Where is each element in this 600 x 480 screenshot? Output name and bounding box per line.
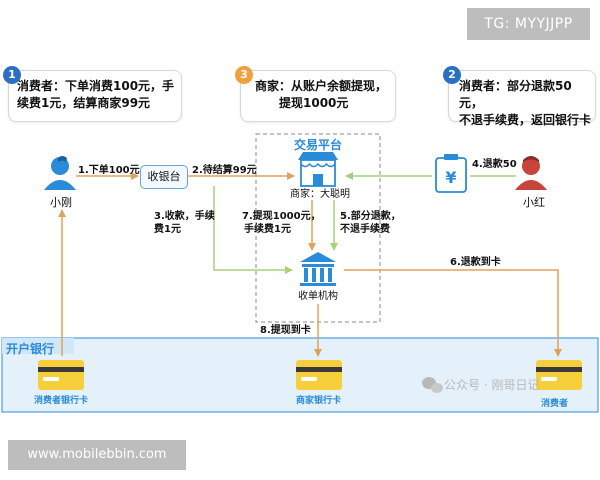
callout-1-line1: 消费者：下单消费100元，手 (17, 79, 175, 93)
consumer-card-right-label: 消费者 (541, 399, 569, 409)
step-8-label: 8.提现到卡 (260, 325, 311, 336)
platform-title: 交易平台 (294, 138, 343, 152)
callout-2: 消费者：部分退款50元， 不退手续费，返回银行卡 (448, 70, 596, 127)
step-6-label: 6.退款到卡 (450, 257, 501, 268)
arrow-step3 (213, 186, 293, 274)
step-3-label-line1: 3.收款，手续 (154, 211, 215, 222)
step-7-label-line2: 手续费1元 (244, 224, 291, 235)
user-icon-left (44, 156, 76, 190)
step-2-label: 2.待结算99元 (192, 165, 257, 176)
consumer-card-right-icon (536, 360, 582, 390)
svg-text:¥: ¥ (445, 168, 456, 187)
callout-1-line2: 续费1元，结算商家99元 (17, 96, 151, 110)
merchant-name: 商家：大聪明 (290, 189, 350, 200)
step-4-label: 4.退款50 (472, 159, 517, 170)
step-3-label-line2: 费1元 (154, 224, 181, 235)
callout-3-line1: 商家：从账户余额提现， (255, 79, 388, 93)
store-icon (298, 152, 338, 187)
cashier-box: 收银台 (140, 165, 188, 189)
callout-2-number: 2 (443, 66, 461, 84)
consumer-right-name: 小红 (523, 196, 545, 209)
callout-1-number: 1 (3, 66, 21, 84)
callout-3: 商家：从账户余额提现， 提现1000元 (240, 70, 396, 122)
user-icon-right (515, 156, 547, 190)
wechat-icon (422, 377, 443, 393)
bank-icon (300, 252, 336, 286)
website-badge: www.mobilebbin.com (8, 440, 186, 470)
consumer-left-name: 小刚 (50, 196, 72, 209)
callout-3-number: 3 (235, 66, 253, 84)
callout-3-line2: 提现1000元 (279, 96, 349, 110)
step-1-label: 1.下单100元 (78, 165, 140, 176)
callout-2-line1: 消费者：部分退款50元， (459, 79, 572, 110)
consumer-card-icon (38, 360, 84, 390)
merchant-card-icon (296, 360, 342, 390)
bank-title: 开户银行 (6, 342, 55, 356)
consumer-card-label: 消费者银行卡 (34, 396, 89, 406)
acquirer-name: 收单机构 (298, 291, 338, 302)
tg-badge: TG: MYYJJPP (467, 8, 590, 40)
arrow-step6 (344, 269, 562, 357)
step-5-label-line2: 不退手续费 (340, 224, 390, 235)
callout-2-line2: 不退手续费，返回银行卡 (459, 113, 592, 127)
yen-receipt-icon: ¥ (435, 154, 467, 193)
bank-title-bar (2, 338, 74, 354)
merchant-card-label: 商家银行卡 (296, 396, 342, 406)
callout-1: 消费者：下单消费100元，手 续费1元，结算商家99元 (8, 70, 182, 122)
step-5-label-line1: 5.部分退款， (340, 211, 401, 222)
step-7-label-line1: 7.提现1000元， (242, 211, 321, 222)
wechat-public-account: 公众号 · 刚哥日记 (444, 378, 540, 392)
